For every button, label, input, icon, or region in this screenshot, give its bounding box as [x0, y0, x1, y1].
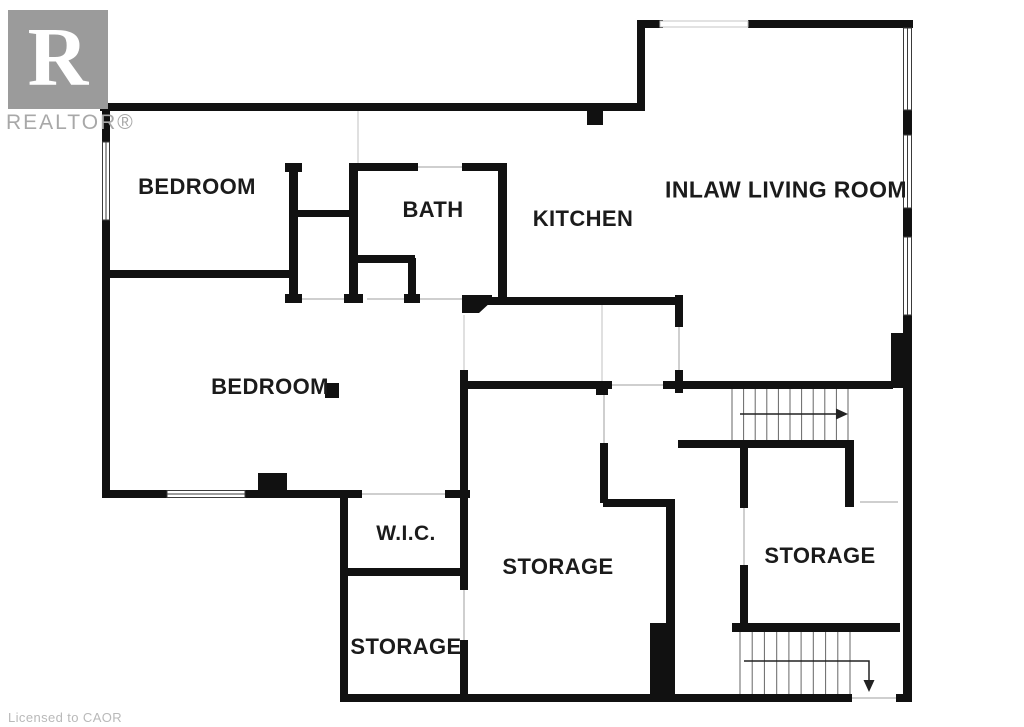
room-label-inlaw-living-room: INLAW LIVING ROOM — [665, 176, 907, 203]
top-wall-opening — [659, 20, 749, 28]
staircase-upper — [731, 389, 849, 440]
room-label-storage-center: STORAGE — [502, 554, 614, 579]
room-label-bath: BATH — [402, 197, 464, 222]
room-label-kitchen: KITCHEN — [532, 206, 634, 231]
room-label-storage-bottom-left: STORAGE — [350, 634, 462, 659]
door-openings — [302, 111, 898, 699]
license-watermark: Licensed to CAOR — [8, 710, 123, 725]
room-label-bedroom-main: BEDROOM — [211, 374, 329, 399]
room-label-bedroom-top: BEDROOM — [138, 174, 256, 199]
room-label-storage-right: STORAGE — [764, 543, 876, 568]
interior-walls — [102, 111, 900, 702]
realtor-logo-text: REALTOR® — [6, 111, 135, 134]
realtor-logo-r: R — [27, 10, 89, 104]
stair-direction-arrow-up — [740, 408, 848, 420]
exterior-walls — [100, 20, 913, 702]
stair-direction-arrow-down — [744, 660, 875, 692]
windows — [102, 20, 912, 498]
staircase-lower — [739, 632, 875, 694]
realtor-logo: R — [8, 10, 108, 109]
room-label-wic: W.I.C. — [376, 522, 436, 545]
